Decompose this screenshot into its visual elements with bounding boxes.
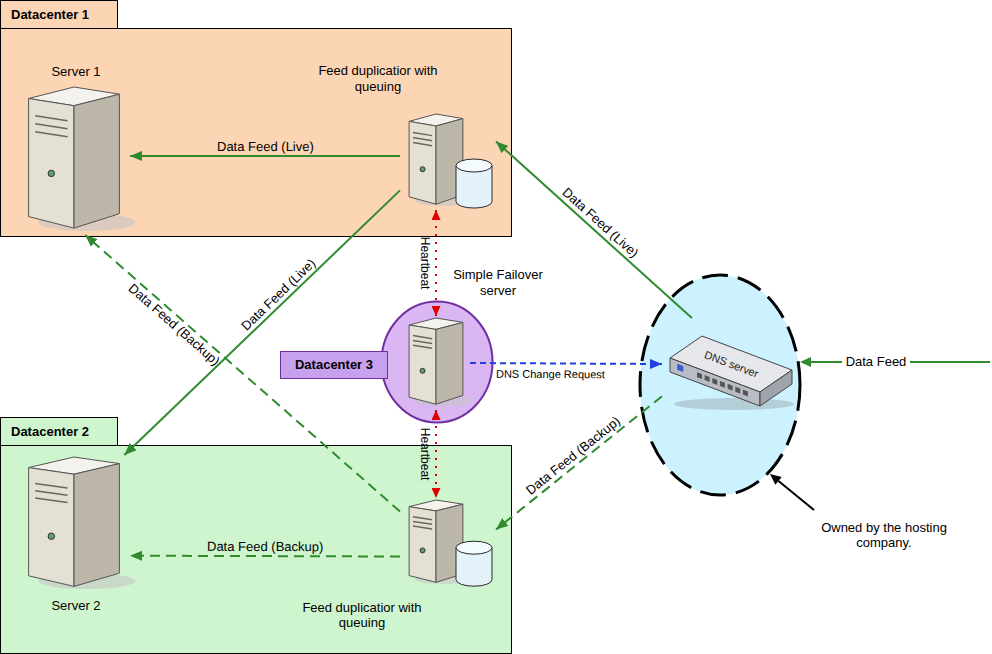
port xyxy=(697,372,702,379)
server-icon xyxy=(18,455,130,593)
port xyxy=(712,378,717,385)
drive-bay xyxy=(413,517,432,520)
tower-side xyxy=(74,464,119,587)
connector-label: Heartbeat xyxy=(418,428,432,481)
node-label: Feed duplicatior with queuing xyxy=(313,63,443,94)
datacenter-zone xyxy=(382,302,493,423)
power-button xyxy=(48,170,54,176)
device-side xyxy=(760,370,792,406)
tower-side xyxy=(74,94,119,228)
data-feed-connector xyxy=(435,210,437,316)
tower-front xyxy=(29,468,74,587)
drive-bay xyxy=(35,498,67,503)
data-feed-connector xyxy=(435,410,437,498)
connector-label: Data Feed (Backup) xyxy=(523,413,623,498)
drive-bay xyxy=(413,336,432,339)
dns-server: DNS server xyxy=(662,318,798,410)
port xyxy=(705,375,710,382)
connector-label: Heartbeat xyxy=(418,237,432,290)
power-button xyxy=(420,167,425,172)
node-label: Simple Failover server xyxy=(442,267,554,298)
drive-bay xyxy=(35,116,67,121)
callout-arrowhead xyxy=(770,474,782,485)
dup-icon xyxy=(400,498,496,588)
server-node: Feed duplicatior with queuing xyxy=(400,112,496,210)
tower-front xyxy=(409,121,436,204)
datacenter-zone: Datacenter 3Simple Failover server xyxy=(380,300,494,424)
connector-label: Data Feed (Backup) xyxy=(125,281,223,369)
drive-bay xyxy=(413,143,432,146)
tower-front xyxy=(409,507,436,583)
server-node: Feed duplicatior with queuing xyxy=(400,498,496,588)
drive-bay xyxy=(35,124,67,129)
drive-bay xyxy=(413,345,432,348)
power-button xyxy=(420,548,425,553)
connector-label: DNS Change Request xyxy=(496,368,605,382)
server-icon xyxy=(402,316,470,410)
server-node: Server 1 xyxy=(18,85,130,235)
server-node: Server 2 xyxy=(18,455,130,593)
drive-bay xyxy=(35,491,67,496)
dup-icon xyxy=(400,112,496,210)
node-label: Feed duplicatior with queuing xyxy=(297,600,427,631)
callout-leader xyxy=(779,481,815,510)
power-button xyxy=(48,533,54,539)
node-label: Server 2 xyxy=(51,598,100,613)
data-feed-connector xyxy=(130,155,400,157)
storage-top xyxy=(456,159,492,172)
callout-note: Owned by the hosting company. xyxy=(819,520,949,551)
hosting-zone xyxy=(640,275,800,495)
drive-bay xyxy=(413,526,432,529)
incoming-feed-arrowhead xyxy=(800,357,811,367)
connector-label: Data Feed (Live) xyxy=(559,185,641,261)
node-label: Server 1 xyxy=(51,64,100,79)
drive-bay xyxy=(35,132,67,137)
status-light xyxy=(677,364,683,372)
drive-bay xyxy=(413,137,432,140)
connector-label: Data Feed (Live) xyxy=(238,256,318,334)
tower-front xyxy=(409,325,436,404)
drive-bay xyxy=(413,132,432,135)
region-heading: Datacenter 1 xyxy=(0,0,118,29)
connector-label: Data Feed (Backup) xyxy=(207,539,323,555)
zone-heading: Datacenter 3 xyxy=(280,351,388,378)
drive-bay xyxy=(413,521,432,524)
port xyxy=(743,390,748,397)
port xyxy=(720,381,725,388)
connector-label: Data Feed (Live) xyxy=(217,139,314,154)
drive-bay xyxy=(413,340,432,343)
data-feed-connector xyxy=(130,555,400,558)
data-feed-connector xyxy=(496,141,692,318)
storage-top xyxy=(456,541,492,554)
tower-side xyxy=(436,322,463,404)
port xyxy=(728,384,733,391)
feed-label: Data Feed xyxy=(842,354,911,369)
datacenter-region: Datacenter 1Server 1Feed duplicatior wit… xyxy=(0,28,512,237)
port xyxy=(735,387,740,394)
data-feed-connector xyxy=(496,396,662,529)
region-heading: Datacenter 2 xyxy=(0,417,118,446)
data-feed-connector xyxy=(85,235,400,512)
tower-front xyxy=(29,99,74,229)
server-icon xyxy=(18,85,130,235)
data-feed-connector xyxy=(470,363,662,364)
server-node: Simple Failover server xyxy=(402,316,470,410)
power-button xyxy=(420,368,425,373)
drive-bay xyxy=(35,483,67,488)
data-feed-connector xyxy=(124,190,400,455)
shadow xyxy=(674,398,794,410)
